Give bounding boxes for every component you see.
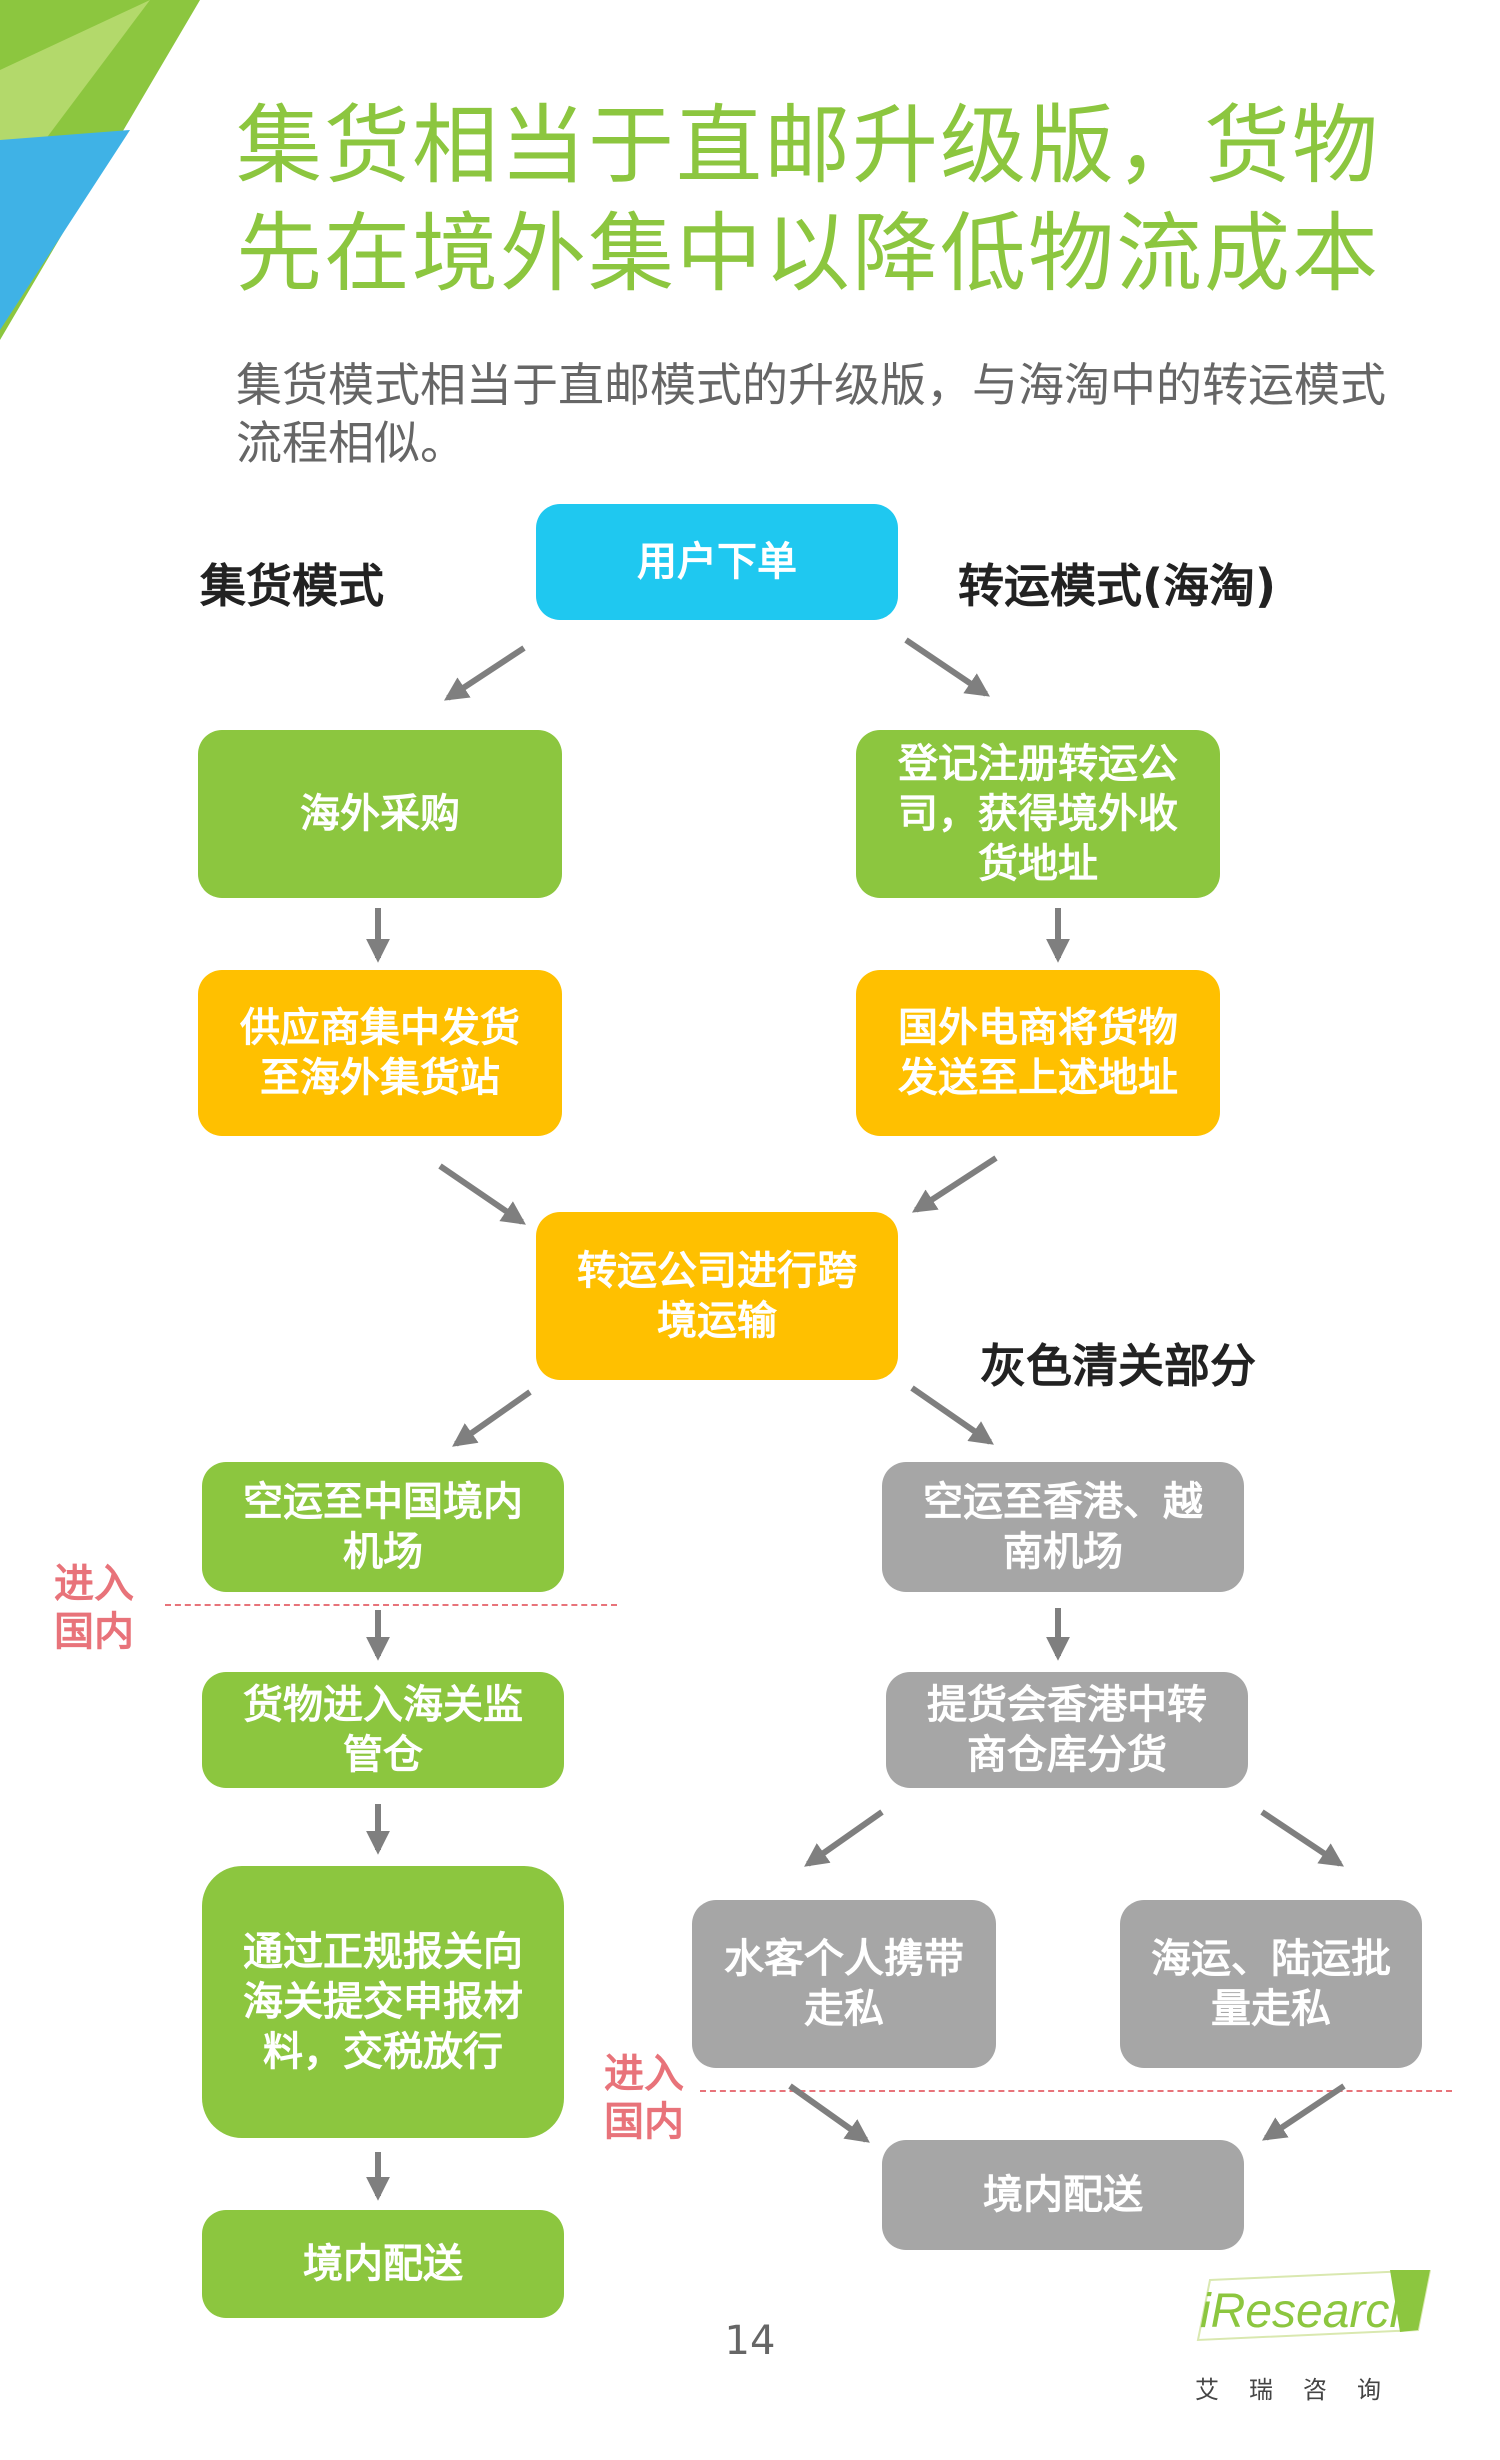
logo-text: iResearch	[1200, 2285, 1417, 2338]
node-domestic-delivery-right: 境内配送	[882, 2140, 1244, 2250]
page-number: 14	[724, 2318, 776, 2364]
iresearch-logo-icon	[1196, 2270, 1432, 2342]
corner-decoration	[0, 0, 200, 340]
arrow-sea-land-to-delivery	[1262, 2083, 1346, 2141]
node-sea-land-smuggle: 海运、陆运批量走私	[1120, 1900, 1422, 2068]
enter-domestic-left: 进入国内	[54, 1561, 134, 1655]
arrow-pickup-to-carry	[804, 1809, 884, 1867]
node-register-forwarder: 登记注册转运公司，获得境外收货地址	[856, 730, 1220, 898]
arrow-supplier-to-transport	[438, 1163, 526, 1225]
node-foreign-ecommerce-ship: 国外电商将货物发送至上述地址	[856, 970, 1220, 1136]
node-formal-customs: 通过正规报关向海关提交申报材料，交税放行	[202, 1866, 564, 2138]
label-right-mode: 转运模式(海淘)	[958, 559, 1277, 613]
node-overseas-purchase: 海外采购	[198, 730, 562, 898]
arrow-carry-to-delivery	[788, 2083, 870, 2143]
node-user-order: 用户下单	[536, 504, 898, 620]
label-left-mode: 集货模式	[200, 559, 384, 613]
arrow-transport-to-air-hk	[910, 1385, 994, 1445]
node-carry-smuggle: 水客个人携带走私	[692, 1900, 996, 2068]
node-hk-pickup: 提货会香港中转商仓库分货	[886, 1672, 1248, 1788]
arrow-order-to-register	[904, 637, 990, 697]
arrow-transport-to-air-china	[452, 1389, 532, 1447]
boundary-line-right	[700, 2090, 1452, 2092]
title-line-2: 先在境外集中以降低物流成本	[236, 204, 1380, 304]
node-supplier-ship: 供应商集中发货至海外集货站	[198, 970, 562, 1136]
label-gray-part: 灰色清关部分	[980, 1339, 1256, 1393]
logo-cn: 艾瑞咨询	[1195, 2376, 1411, 2404]
node-domestic-delivery-left: 境内配送	[202, 2210, 564, 2318]
node-bonded-warehouse: 货物进入海关监管仓	[202, 1672, 564, 1788]
title-line-1: 集货相当于直邮升级版，货物	[236, 96, 1380, 196]
arrow-pickup-to-sea-land	[1260, 1809, 1344, 1867]
node-cross-border-transport: 转运公司进行跨境运输	[536, 1212, 898, 1380]
arrow-ecommerce-to-transport	[911, 1155, 998, 1213]
arrow-order-to-purchase	[443, 645, 526, 701]
page-title: 集货相当于直邮升级版，货物 先在境外集中以降低物流成本	[236, 92, 1436, 308]
node-air-to-china: 空运至中国境内机场	[202, 1462, 564, 1592]
enter-domestic-right: 进入国内	[604, 2051, 684, 2145]
node-air-to-hk-vn: 空运至香港、越南机场	[882, 1462, 1244, 1592]
page-subtitle: 集货模式相当于直邮模式的升级版，与海淘中的转运模式流程相似。	[236, 358, 1386, 470]
boundary-line-left	[165, 1604, 617, 1606]
